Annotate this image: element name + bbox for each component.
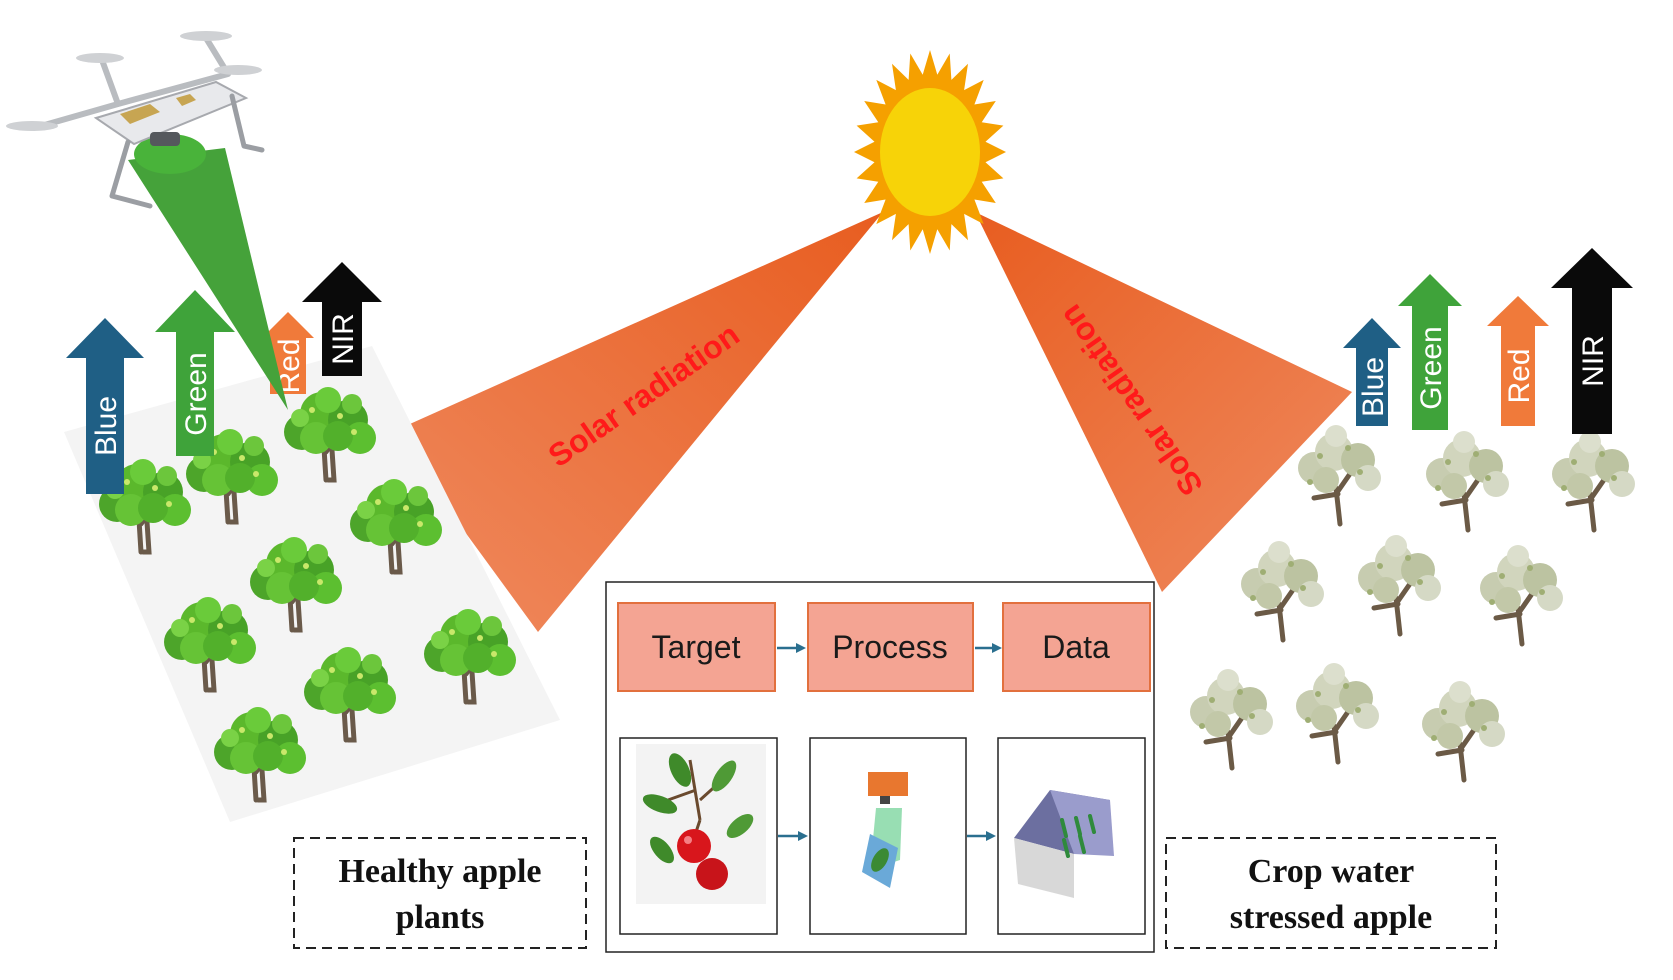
band-arrow-blue: Blue [66,318,144,494]
caption-stressed-line1: Crop water [1248,853,1415,890]
apple-branch-icon [636,744,766,904]
data-label: Data [1042,629,1110,665]
band-label-nir: NIR [1577,335,1610,387]
solar-radiation-beam-right [975,212,1352,592]
healthy-apple-trees [64,346,560,822]
band-label-green: Green [1415,326,1448,409]
flow-arrow-icon [975,643,1002,653]
drone-sensor-beam [128,148,288,410]
process-box: Process [807,602,974,692]
band-arrow-green: Green [1398,274,1462,430]
data-box: Data [1002,602,1151,692]
band-label-red: Red [1503,348,1536,403]
target-box: Target [617,602,776,692]
process-panel: Target Process Data [605,581,1155,953]
band-arrow-nir: NIR [302,262,382,376]
process-label: Process [832,629,948,665]
target-label: Target [652,629,741,665]
band-arrow-red: Red [1487,296,1549,426]
band-label-blue: Blue [1357,357,1390,417]
solar-radiation-beam-left [392,212,883,632]
band-arrow-blue: Blue [1343,318,1401,426]
flow-arrow-icon [778,831,808,841]
band-arrow-green: Green [155,290,235,456]
flow-arrow-icon [777,643,806,653]
drone-icon [6,31,288,410]
band-label-blue: Blue [90,396,123,456]
caption-stressed: Crop water stressed apple [1165,837,1497,949]
sun-icon [854,50,1006,254]
caption-healthy: Healthy apple plants [293,837,587,949]
data-book-icon [1014,790,1114,898]
band-label-green: Green [180,352,213,435]
band-arrow-nir: NIR [1551,248,1633,434]
sensor-camera-icon [862,772,908,888]
caption-stressed-line2: stressed apple [1230,899,1432,936]
caption-healthy-line1: Healthy apple [338,853,541,890]
band-label-nir: NIR [327,313,360,365]
reflected-bands-right: Blue Green Red NIR [1343,248,1633,434]
flow-arrow-icon [967,831,996,841]
caption-healthy-line2: plants [396,899,485,936]
